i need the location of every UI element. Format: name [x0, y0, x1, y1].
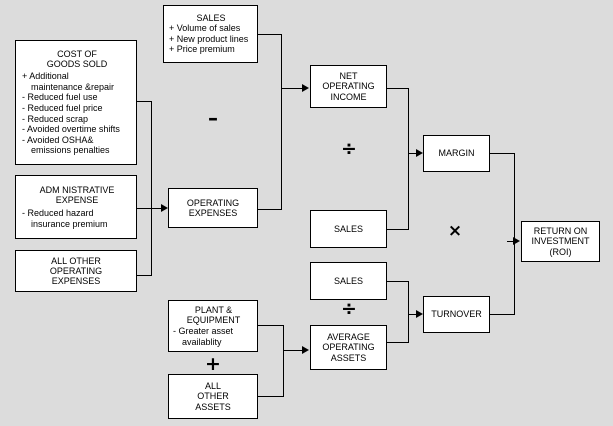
list-item: - Avoided OSHA& emissions penalties: [22, 134, 110, 156]
box-cost-of-goods-sold[interactable]: COST OF GOODS SOLD + Additional maintena…: [15, 40, 137, 165]
connector-operating-expenses-right: [258, 209, 282, 210]
arrowhead-net-operating-income: [302, 84, 309, 92]
connector-to-margin: [408, 153, 418, 154]
box-all-other-operating-expenses[interactable]: ALL OTHER OPERATING EXPENSES: [15, 250, 137, 292]
box-sales-turnover-numerator[interactable]: SALES: [310, 262, 387, 300]
connector-to-operating-expenses: [151, 208, 163, 209]
box-margin[interactable]: MARGIN: [423, 135, 490, 172]
list-item: + Price premium: [169, 44, 235, 55]
box-all-other-assets-title: ALL OTHER ASSETS: [195, 381, 231, 412]
box-sales-drivers-title: SALES: [196, 13, 226, 24]
arrowhead-roi: [513, 237, 520, 245]
box-plant-equipment[interactable]: PLANT & EQUIPMENT - Greater asset availa…: [168, 300, 258, 352]
operator-minus-icon: –: [208, 106, 218, 130]
box-net-operating-income-title: NET OPERATING INCOME: [322, 71, 375, 102]
list-item: - Reduced fuel price: [22, 102, 103, 113]
box-cost-of-goods-sold-bullets: + Additional maintenance &repair - Reduc…: [22, 71, 132, 156]
list-item: + New product lines: [169, 33, 249, 44]
box-return-on-investment[interactable]: RETURN ON INVESTMENT (ROI): [521, 221, 600, 262]
box-average-operating-assets[interactable]: AVERAGE OPERATING ASSETS: [310, 325, 387, 370]
box-all-other-operating-expenses-title: ALL OTHER OPERATING EXPENSES: [49, 255, 103, 287]
connector-to-turnover: [408, 314, 418, 315]
connector-avg-assets-right: [387, 342, 409, 343]
connector-to-net-operating-income: [281, 88, 303, 89]
box-turnover-title: TURNOVER: [431, 309, 482, 320]
list-item: - Reduced scrap: [22, 113, 89, 124]
connector-turnover-vertical: [408, 281, 409, 343]
list-item: - Greater asset availablity: [173, 325, 234, 347]
connector-admin-expense-right: [137, 208, 152, 209]
box-administrative-expense-title: ADM NISTRATIVE EXPENSE: [39, 184, 115, 205]
box-turnover[interactable]: TURNOVER: [423, 296, 490, 333]
arrowhead-turnover: [416, 310, 423, 318]
connector-expenses-collector-vertical: [151, 101, 152, 275]
arrowhead-operating-expenses: [161, 204, 168, 212]
box-return-on-investment-title: RETURN ON INVESTMENT (ROI): [531, 226, 590, 257]
connector-all-other-assets-right: [258, 396, 284, 397]
list-item: - Avoided overtime shifts: [22, 124, 120, 135]
operator-divide-turnover-icon: ÷: [341, 298, 357, 320]
connector-roi-vertical: [514, 153, 515, 314]
operator-times-icon: ×: [447, 221, 463, 241]
arrowhead-average-operating-assets: [302, 346, 309, 354]
box-administrative-expense[interactable]: ADM NISTRATIVE EXPENSE - Reduced hazard …: [15, 175, 137, 239]
list-item: + Volume of sales: [169, 23, 241, 34]
box-margin-title: MARGIN: [438, 148, 475, 159]
connector-cogs-right: [137, 101, 152, 102]
connector-noi-right: [387, 88, 409, 89]
box-administrative-expense-bullets: - Reduced hazard insurance premium: [22, 208, 132, 229]
box-average-operating-assets-title: AVERAGE OPERATING ASSETS: [322, 332, 375, 363]
connector-sales-top-right: [258, 34, 282, 35]
connector-plant-equipment-right: [258, 325, 284, 326]
box-sales-margin-denominator[interactable]: SALES: [310, 210, 387, 248]
box-sales-turnover-numerator-title: SALES: [333, 275, 364, 286]
box-plant-equipment-title: PLANT & EQUIPMENT: [186, 304, 241, 325]
connector-sales-margin-right: [387, 229, 409, 230]
box-all-other-assets[interactable]: ALL OTHER ASSETS: [168, 374, 258, 419]
box-operating-expenses[interactable]: OPERATING EXPENSES: [168, 188, 258, 228]
arrowhead-margin: [416, 149, 423, 157]
list-item: + Additional maintenance &repair: [22, 71, 115, 92]
connector-sales-operating-vertical: [281, 34, 282, 210]
list-item: - Reduced fuel use: [22, 92, 98, 103]
box-sales-drivers[interactable]: SALES + Volume of sales + New product li…: [163, 5, 258, 63]
list-item: - Reduced hazard insurance premium: [22, 207, 108, 229]
connector-sales-turnover-right: [387, 281, 409, 282]
box-sales-margin-denominator-title: SALES: [333, 223, 364, 234]
box-sales-drivers-bullets: + Volume of sales + New product lines + …: [169, 23, 253, 55]
connector-assets-collector-vertical: [283, 325, 284, 397]
operator-plus-assets-icon: +: [205, 353, 221, 375]
box-operating-expenses-title: OPERATING EXPENSES: [186, 197, 240, 218]
connector-margin-right: [490, 153, 515, 154]
box-net-operating-income[interactable]: NET OPERATING INCOME: [310, 65, 387, 108]
connector-margin-vertical: [408, 88, 409, 229]
operator-divide-margin-icon: ÷: [341, 138, 357, 160]
connector-turnover-right: [490, 314, 515, 315]
connector-to-roi: [507, 241, 516, 242]
connector-to-average-operating-assets: [283, 350, 304, 351]
box-cost-of-goods-sold-title: COST OF GOODS SOLD: [46, 48, 108, 70]
box-plant-equipment-bullets: - Greater asset availablity: [173, 326, 254, 347]
connector-all-other-opex-right: [137, 275, 152, 276]
